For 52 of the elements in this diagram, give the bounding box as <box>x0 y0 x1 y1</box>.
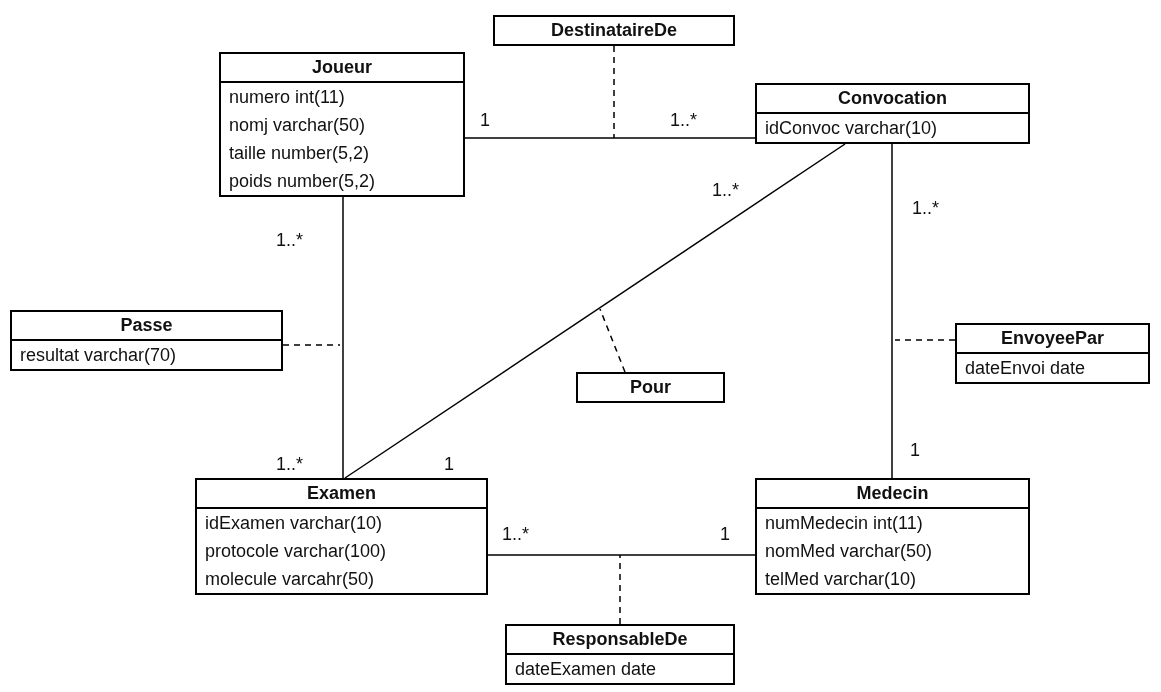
class-name: Convocation <box>837 87 948 110</box>
multiplicity-label: 1 <box>480 110 490 131</box>
class-name: Examen <box>305 482 377 505</box>
class-name: Joueur <box>311 56 373 79</box>
class-name: Pour <box>629 376 672 399</box>
association-class-box <box>576 372 725 403</box>
multiplicity-label: 1 <box>444 454 454 475</box>
multiplicity-label: 1..* <box>276 454 304 475</box>
association-line <box>891 143 893 479</box>
class-name: Passe <box>119 314 174 337</box>
class-name: EnvoyeePar <box>999 327 1106 350</box>
attribute-text: taille number(5,2) <box>228 142 371 165</box>
attribute-text: protocole varchar(100) <box>204 540 388 563</box>
association-line <box>342 196 344 479</box>
class-box <box>755 83 1030 144</box>
attribute-text: dateEnvoi date <box>964 357 1087 380</box>
association-line <box>464 137 756 139</box>
attribute-text: resultat varchar(70) <box>19 344 178 367</box>
association-class-box <box>493 15 735 46</box>
attribute-text: nomMed varchar(50) <box>764 540 934 563</box>
multiplicity-label: 1 <box>910 440 920 461</box>
attribute-text: telMed varchar(10) <box>764 568 918 591</box>
association-class-link <box>894 339 956 341</box>
association-class-link <box>613 45 615 139</box>
class-box <box>505 624 735 685</box>
multiplicity-label: 1..* <box>712 180 740 201</box>
association-class-link <box>599 308 626 373</box>
attribute-text: molecule varcahr(50) <box>204 568 376 591</box>
multiplicity-label: 1..* <box>502 524 530 545</box>
multiplicity-label: 1..* <box>670 110 698 131</box>
attribute-text: nomj varchar(50) <box>228 114 367 137</box>
class-name: ResponsableDe <box>551 628 689 651</box>
class-box <box>10 310 283 371</box>
class-name: Medecin <box>855 482 930 505</box>
attribute-text: idConvoc varchar(10) <box>764 117 939 140</box>
association-line <box>344 143 846 479</box>
multiplicity-label: 1 <box>720 524 730 545</box>
association-class-link <box>282 344 341 346</box>
class-name: DestinataireDe <box>549 19 679 42</box>
attribute-text: idExamen varchar(10) <box>204 512 384 535</box>
multiplicity-label: 1..* <box>276 230 304 251</box>
class-box <box>219 52 465 197</box>
multiplicity-label: 1..* <box>912 198 940 219</box>
attribute-text: numMedecin int(11) <box>764 512 924 535</box>
class-box <box>755 478 1030 595</box>
attribute-text: poids number(5,2) <box>228 170 377 193</box>
class-box <box>955 323 1150 384</box>
association-line <box>487 554 756 556</box>
class-box <box>195 478 488 595</box>
attribute-text: dateExamen date <box>514 658 658 681</box>
association-class-link <box>619 554 621 625</box>
attribute-text: numero int(11) <box>228 86 346 109</box>
